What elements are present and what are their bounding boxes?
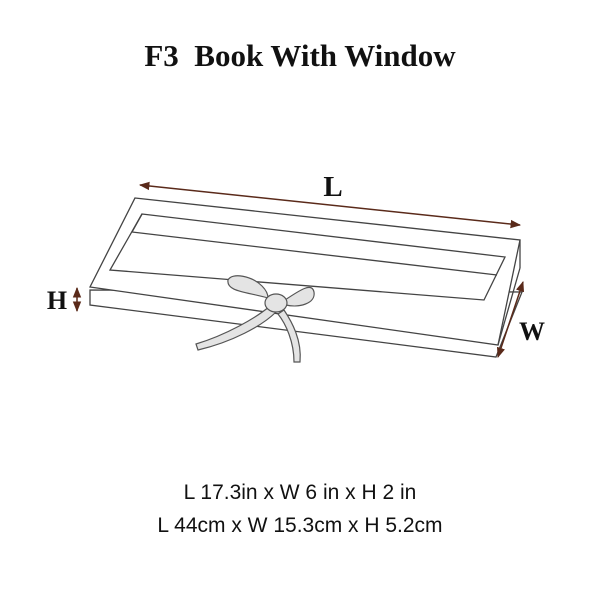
height-dimension: H — [47, 286, 82, 315]
width-dimension: W — [497, 281, 545, 358]
width-label: W — [519, 317, 545, 346]
ribbon-bow — [195, 275, 315, 363]
length-dimension: L — [138, 171, 522, 229]
dimensions-imperial: L 17.3in x W 6 in x H 2 in — [183, 481, 417, 504]
lid-window — [108, 213, 506, 301]
height-label: H — [47, 286, 67, 315]
diagram-title: F3 Book With Window — [144, 38, 456, 73]
dimensions-metric: L 44cm x W 15.3cm x H 5.2cm — [157, 514, 443, 537]
length-label: L — [323, 171, 342, 203]
